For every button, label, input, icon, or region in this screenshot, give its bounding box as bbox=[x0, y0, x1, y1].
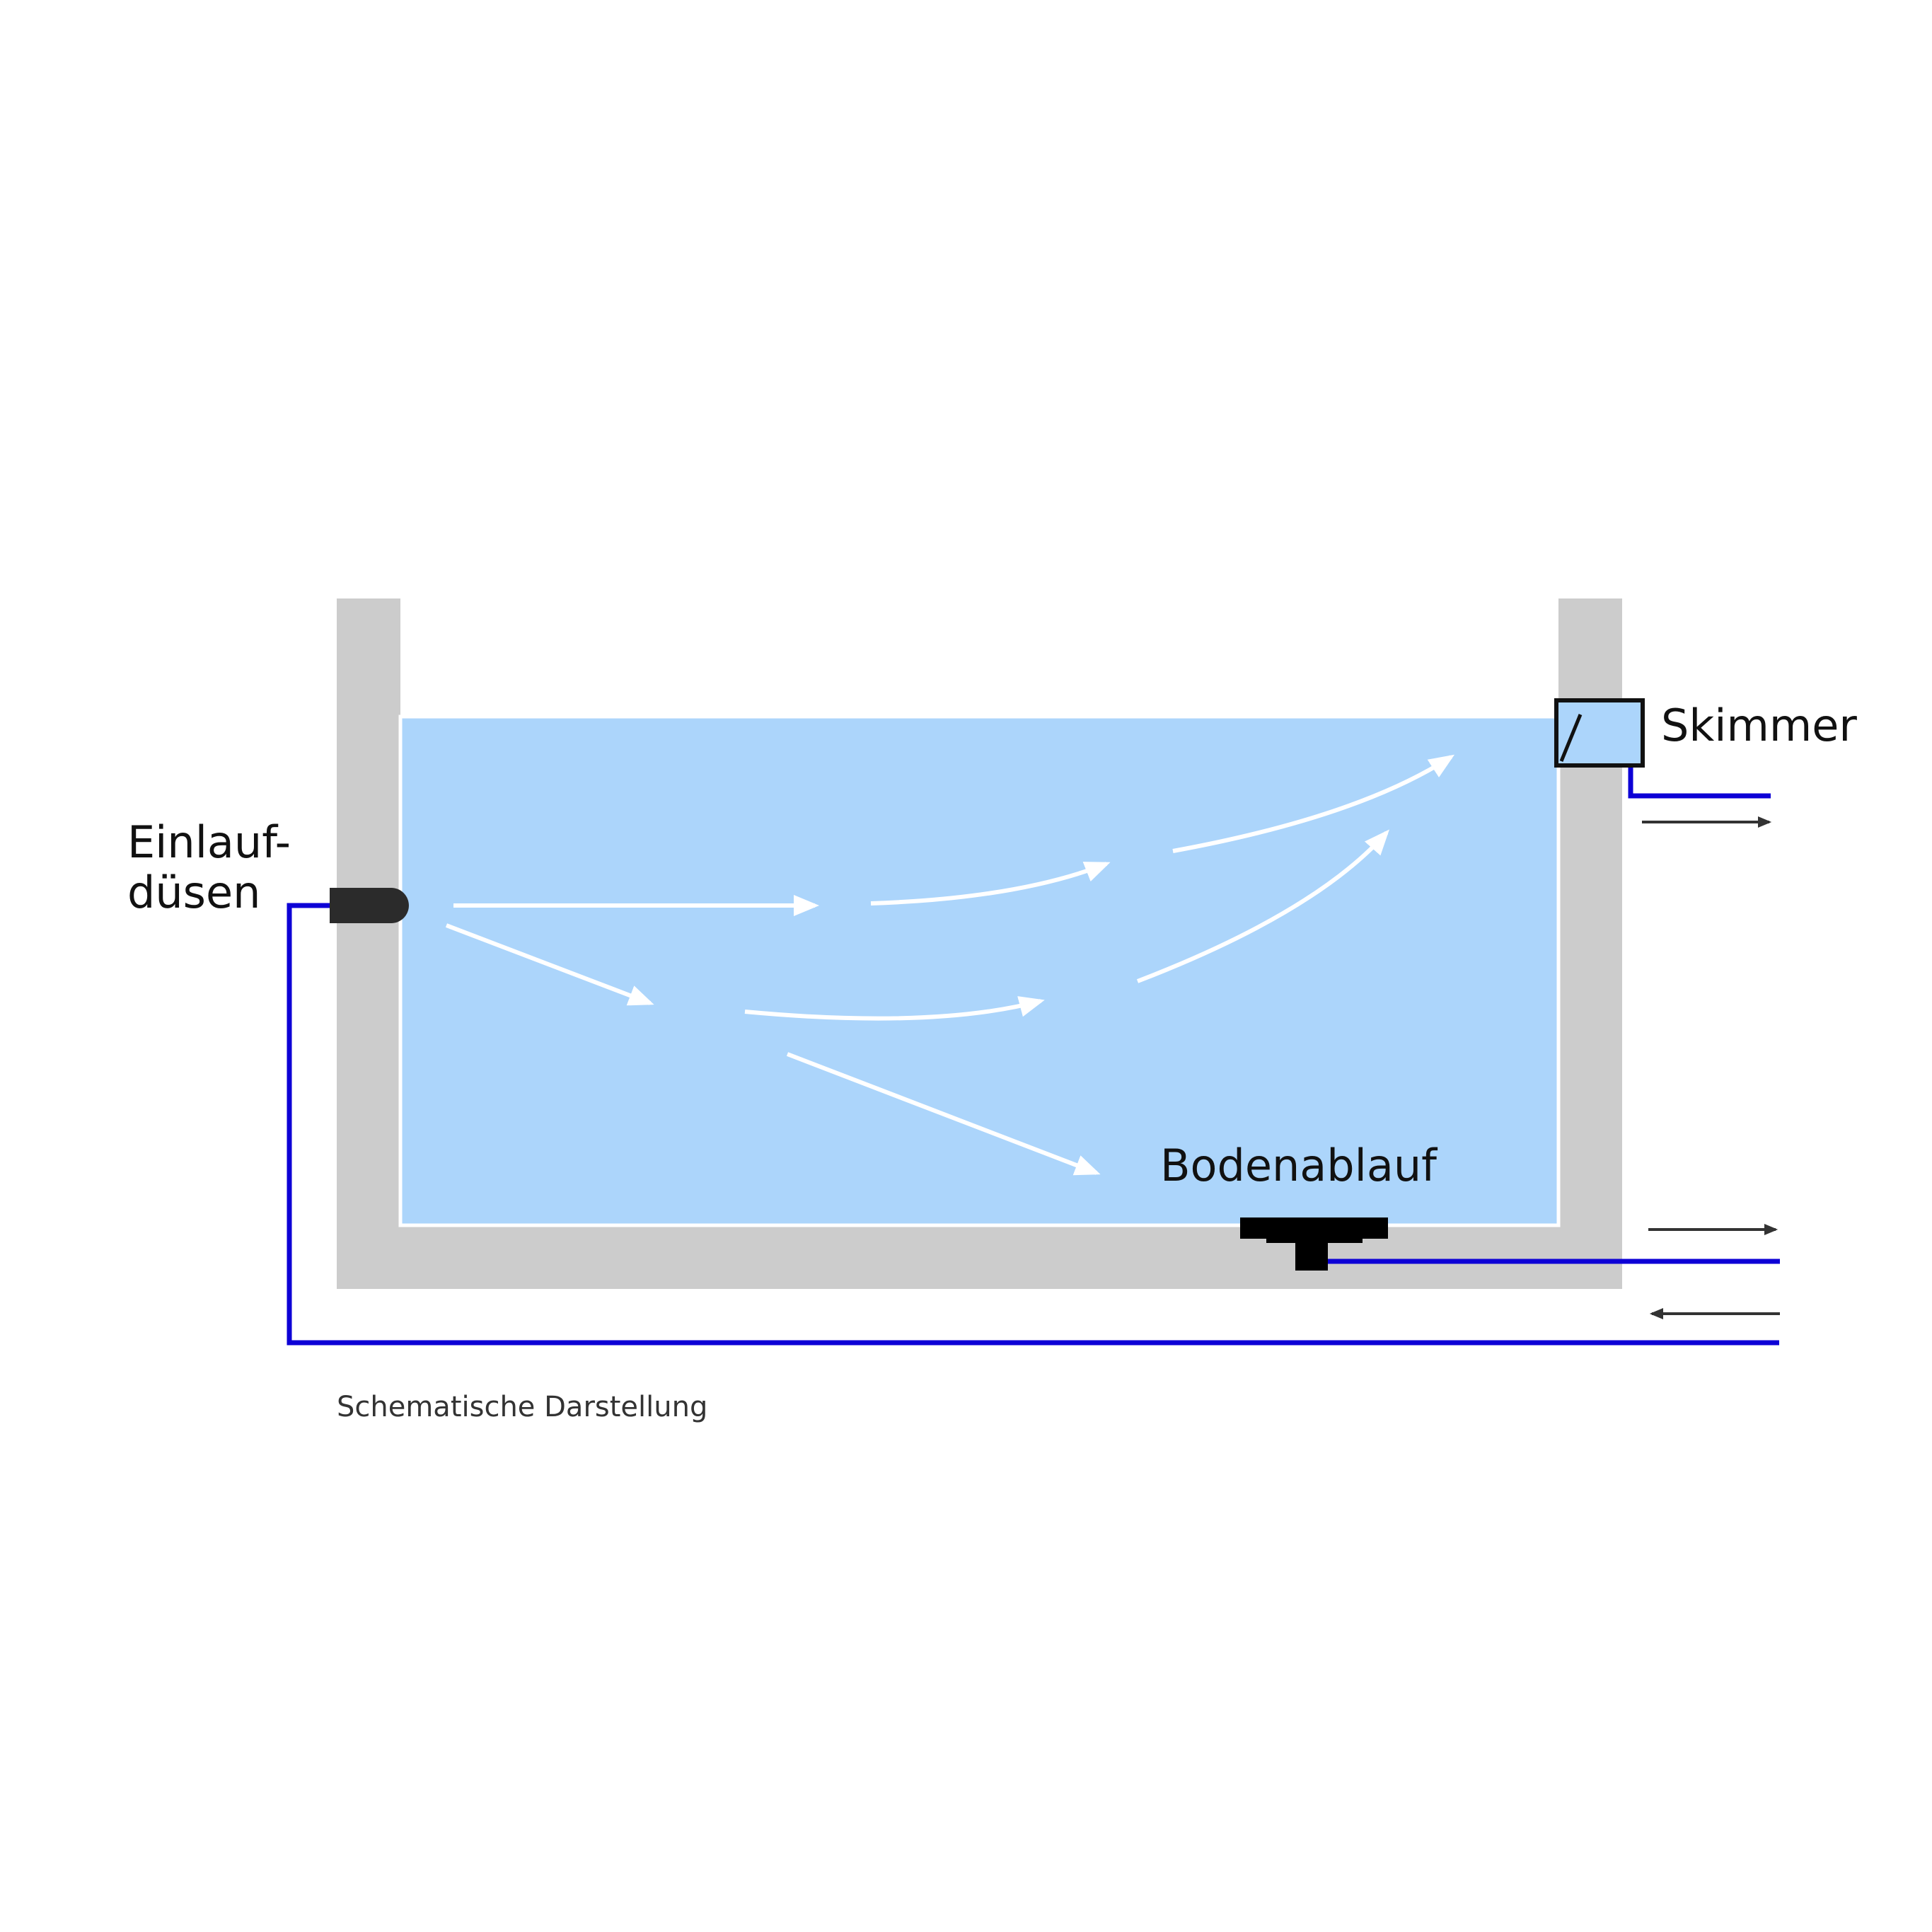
inlet-nozzle-label: Einlauf- düsen bbox=[127, 817, 291, 918]
bottom-drain-label: Bodenablauf bbox=[1160, 1140, 1437, 1191]
flow-arrow-icon bbox=[445, 923, 654, 1006]
inlet-pipe bbox=[287, 903, 1779, 1346]
skimmer-icon bbox=[1554, 698, 1645, 768]
flow-arrow-icon bbox=[1136, 829, 1389, 983]
flow-arrow-icon bbox=[1172, 754, 1455, 853]
flow-arrow-icon bbox=[870, 862, 1111, 906]
figure-caption: Schematische Darstellung bbox=[337, 1391, 708, 1423]
direction-arrows bbox=[1642, 816, 1780, 1319]
inlet-nozzle-label-line1: Einlauf- bbox=[127, 816, 291, 868]
nozzle-icon bbox=[330, 888, 409, 923]
flow-arrow-icon bbox=[744, 996, 1045, 1021]
bottom-drain-icon bbox=[1240, 1217, 1388, 1271]
flow-arrow-icon bbox=[786, 1052, 1101, 1176]
skimmer-pipe bbox=[1628, 765, 1771, 799]
inlet-nozzle-label-line2: düsen bbox=[127, 867, 261, 919]
skimmer-label: Skimmer bbox=[1661, 700, 1857, 751]
flow-arrows bbox=[445, 754, 1455, 1176]
